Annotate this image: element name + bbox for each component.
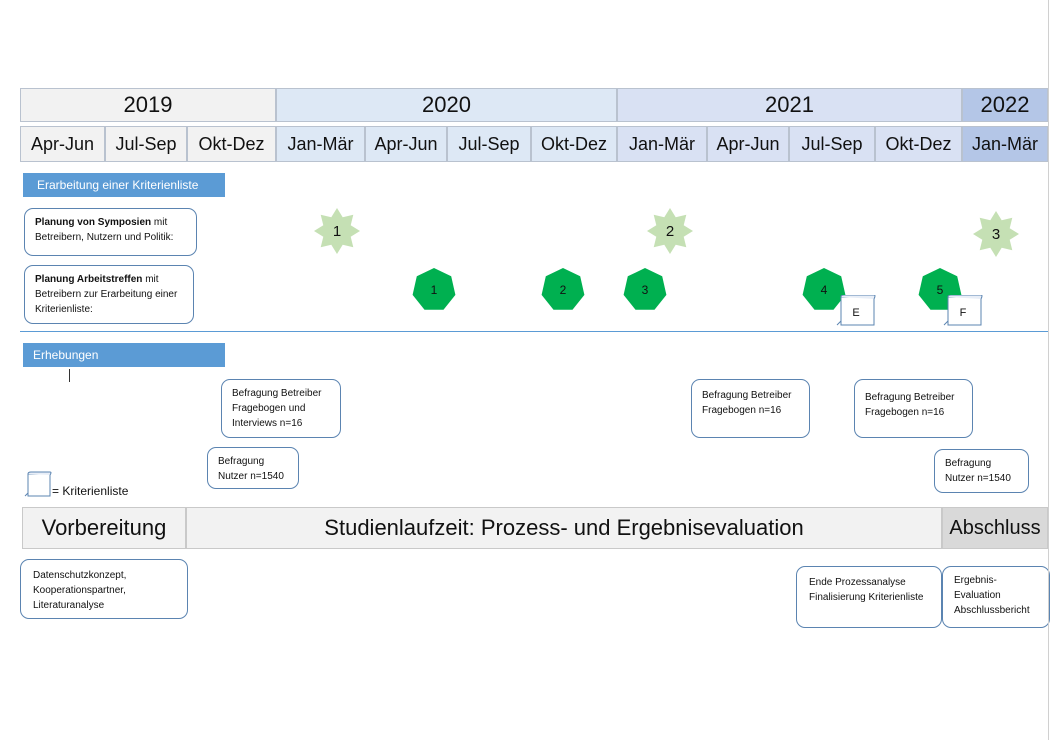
quarter-2021-q4: Okt-Dez [875,126,962,162]
legend-label: = Kriterienliste [52,484,129,498]
quarter-2021-q2: Apr-Jun [707,126,789,162]
star-icon [314,208,360,254]
quarter-2019-q4: Okt-Dez [187,126,276,162]
star-icon [973,211,1019,257]
page-edge [1048,0,1049,740]
survey-operators-2021b: Befragung Betreiber Fragebogen n=16 [854,379,973,438]
symposium-star-2: 2 [645,208,695,254]
symposium-star-2-label: 2 [665,222,675,240]
symposium-star-1-label: 1 [332,222,342,240]
quarter-2020-q1: Jan-Mär [276,126,365,162]
scroll-doc-icon [836,295,876,326]
scroll-doc-icon [943,295,983,326]
phase-vorbereitung: Vorbereitung [22,507,186,549]
legend: = Kriterienliste [24,471,154,499]
symposien-label-rest: mit Betreibern, Nutzern und Politik: [35,217,174,243]
meeting-heptagon-5-label: 5 [936,283,944,297]
symposium-star-1: 1 [312,208,362,254]
survey-operators-2020: Befragung Betreiber Fragebogen und Inter… [221,379,341,438]
section-divider [20,331,1048,332]
symposien-label-bold: Planung von Symposien [35,217,152,228]
survey-users-2022: Befragung Nutzer n=1540 [934,449,1029,493]
quarter-2020-q4: Okt-Dez [531,126,617,162]
meeting-heptagon-1-label: 1 [430,283,438,297]
arbeitstreffen-label-bold: Planung Arbeitstreffen [35,274,143,285]
meeting-heptagon-1: 1 [412,268,456,312]
quarter-2020-q3: Jul-Sep [447,126,531,162]
quarter-2021-q1: Jan-Mär [617,126,707,162]
note-final: Ergebnis-Evaluation Abschlussbericht [942,566,1050,628]
meeting-heptagon-3: 3 [623,268,667,312]
symposium-star-3-label: 3 [991,225,1001,243]
quarter-2021-q3: Jul-Sep [789,126,875,162]
criteria-doc-e: E [836,295,876,327]
year-2020: 2020 [276,88,617,122]
heptagon-icon [623,268,667,310]
note-process-end: Ende Prozessanalyse Finalisierung Kriter… [796,566,942,628]
criteria-doc-f-label: F [959,307,967,319]
quarter-2020-q2: Apr-Jun [365,126,447,162]
note-preparation: Datenschutzkonzept, Kooperationspartner,… [20,559,188,619]
meeting-heptagon-4: 4 [802,268,846,312]
phase-abschluss: Abschluss [942,507,1048,549]
year-2019: 2019 [20,88,276,122]
heptagon-icon [412,268,456,310]
scroll-doc-icon [24,471,52,497]
star-icon [647,208,693,254]
survey-operators-2021a: Befragung Betreiber Fragebogen n=16 [691,379,810,438]
phase-studienlaufzeit: Studienlaufzeit: Prozess- und Ergebnisev… [186,507,942,549]
criteria-doc-f: F [943,295,983,327]
meeting-heptagon-2-label: 2 [559,283,567,297]
meeting-heptagon-3-label: 3 [641,283,649,297]
section-erhebungen-title: Erhebungen [23,343,225,367]
year-2022: 2022 [962,88,1048,122]
symposien-label: Planung von Symposien mit Betreibern, Nu… [24,208,197,256]
criteria-doc-e-label: E [852,307,860,319]
meeting-heptagon-4-label: 4 [820,283,828,297]
meeting-heptagon-2: 2 [541,268,585,312]
year-2021: 2021 [617,88,962,122]
section-kriterienliste-title: Erarbeitung einer Kriterienliste [23,173,225,197]
cursor-mark [69,369,70,382]
survey-users-2020: Befragung Nutzer n=1540 [207,447,299,489]
quarter-2019-q3: Jul-Sep [105,126,187,162]
heptagon-icon [802,268,846,310]
arbeitstreffen-label: Planung Arbeitstreffen mit Betreibern zu… [24,265,194,324]
quarter-2019-q2: Apr-Jun [20,126,105,162]
heptagon-icon [541,268,585,310]
arbeitstreffen-label-rest: mit Betreibern zur Erarbeitung einer Kri… [35,274,178,315]
quarter-2022-q1: Jan-Mär [962,126,1048,162]
symposium-star-3: 3 [971,211,1021,257]
